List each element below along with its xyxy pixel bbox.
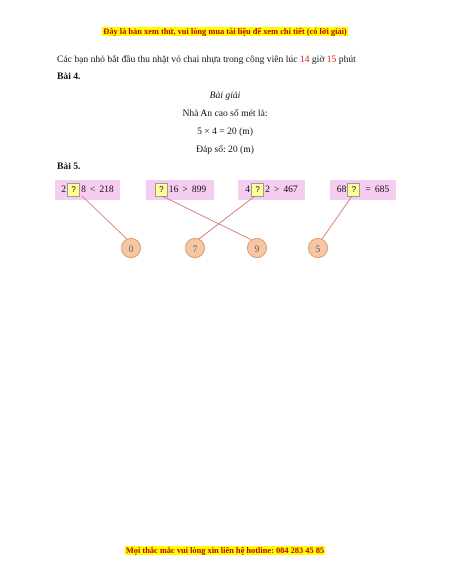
answer-circle-4[interactable]: 5 (308, 238, 328, 258)
box3-after: 2 (265, 184, 270, 195)
box4-missing-digit[interactable]: ? (347, 183, 361, 197)
intro-mid: giờ (309, 54, 327, 65)
comparison-box-1: 2?8<218 (55, 180, 120, 200)
intro-suffix: phút (336, 54, 356, 65)
box4-rhs: 685 (374, 184, 390, 195)
box2-rhs: 899 (191, 184, 207, 195)
comparison-box-2: ?16>899 (146, 180, 214, 200)
intro-minute: 15 (326, 54, 337, 65)
box3-rhs: 467 (283, 184, 298, 195)
box2-after: 16 (168, 184, 179, 195)
bai5-title: Bài 5. (57, 161, 81, 172)
intro-sentence: Các bạn nhỏ bắt đầu thu nhặt vỏ chai nhự… (57, 54, 356, 65)
comparison-box-3: 4?2>467 (238, 180, 305, 200)
hotline-banner: Mọi thắc mắc vui lòng xin liên hệ hotlin… (0, 546, 450, 555)
intro-prefix: Các bạn nhỏ bắt đầu thu nhặt vỏ chai nhự… (57, 54, 300, 65)
box4-operator: = (365, 184, 371, 195)
box3-before: 4 (245, 184, 251, 195)
bai4-heading: Bài giải (209, 90, 241, 101)
match-line-box3 (194, 195, 256, 243)
box1-operator: < (89, 184, 96, 195)
bai4-line1: Nhà An cao số mét là: (182, 108, 268, 119)
hotline-banner-text: Mọi thắc mắc vui lòng xin liên hệ hotlin… (124, 546, 326, 555)
comparison-box-4: 68? =685 (330, 180, 396, 200)
box3-missing-digit[interactable]: ? (251, 183, 265, 197)
bai4-answer: Đáp số: 20 (m) (196, 144, 254, 155)
match-line-box1 (81, 195, 131, 243)
match-line-box2 (161, 195, 257, 243)
answer-circle-2[interactable]: 7 (185, 238, 205, 258)
box1-rhs: 218 (99, 184, 114, 195)
answer-circle-3[interactable]: 9 (247, 238, 267, 258)
bai4-line2: 5 × 4 = 20 (m) (197, 126, 253, 137)
intro-hour: 14 (299, 54, 310, 65)
preview-banner: Đây là bản xem thử, vui lòng mua tài liệ… (0, 27, 450, 36)
box1-missing-digit[interactable]: ? (67, 183, 81, 197)
box4-before: 68 (336, 184, 347, 195)
box1-after: 8 (81, 184, 86, 195)
box2-operator: > (182, 184, 188, 195)
match-line-box4 (319, 195, 353, 243)
box2-missing-digit[interactable]: ? (154, 183, 168, 197)
box1-before: 2 (61, 184, 67, 195)
box3-operator: > (273, 184, 280, 195)
answer-circle-1[interactable]: 0 (121, 238, 141, 258)
preview-banner-text: Đây là bản xem thử, vui lòng mua tài liệ… (102, 27, 348, 36)
bai4-title: Bài 4. (57, 71, 81, 82)
